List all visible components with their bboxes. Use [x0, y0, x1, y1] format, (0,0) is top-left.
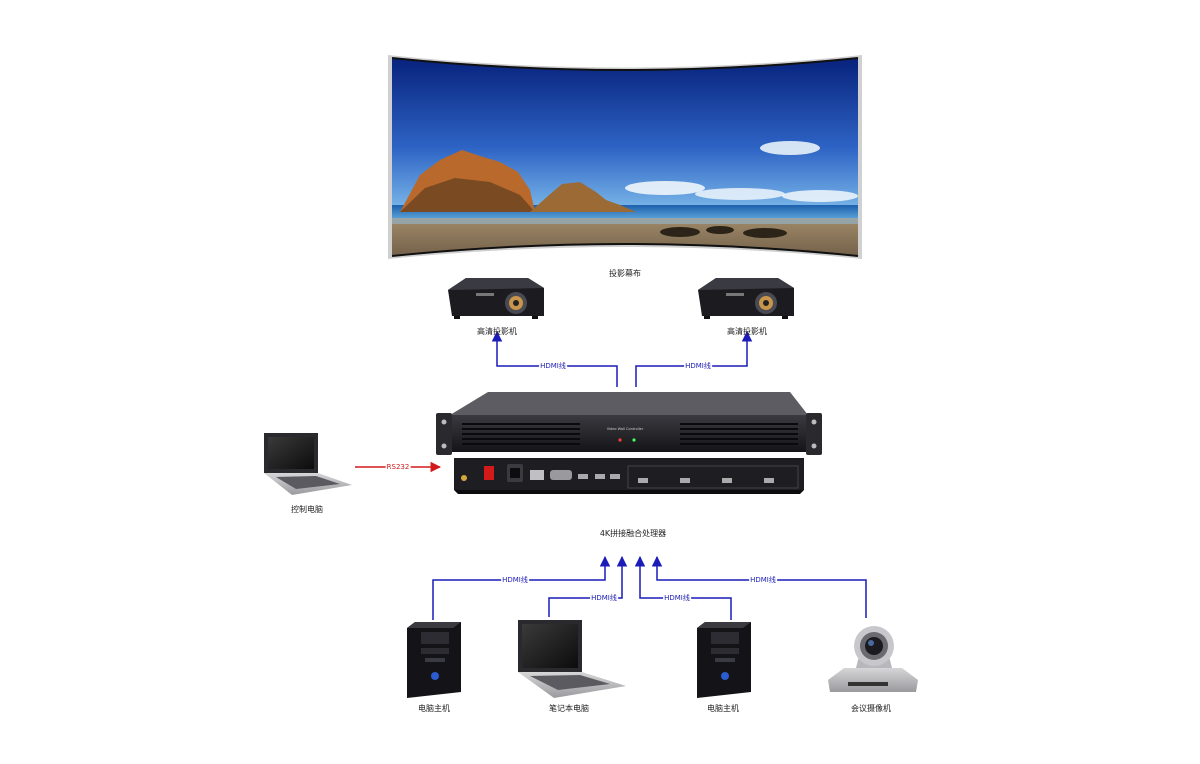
- cable-label-hdmi-left: HDMI线: [539, 361, 567, 371]
- projector-right-label: 高清投影机: [727, 327, 767, 336]
- processor-label: 4K拼接融合处理器: [599, 529, 667, 538]
- cable-label-hdmi-camera: HDMI线: [749, 575, 777, 585]
- processor-unit: Video Wall Controller: [436, 392, 822, 494]
- cable-camera-to-processor: [651, 555, 867, 618]
- cable-label-hdmi-pc2: HDMI线: [663, 593, 691, 603]
- projector-left-label: 高清投影机: [477, 327, 517, 336]
- projector-left: [448, 278, 544, 319]
- pc2-label: 电脑主机: [707, 704, 739, 713]
- control-pc-label: 控制电脑: [291, 505, 323, 514]
- cable-processor-to-projector-left: [491, 330, 618, 387]
- camera-label: 会议摄像机: [851, 704, 891, 713]
- projector-right: [698, 278, 794, 319]
- cable-label-hdmi-right: HDMI线: [684, 361, 712, 371]
- cable-pc1-to-processor: [432, 555, 611, 620]
- control-laptop: [264, 433, 352, 495]
- cable-pc2-to-processor: [634, 555, 732, 620]
- cable-label-rs232: RS232: [385, 463, 411, 471]
- processor-front-text: Video Wall Controller: [607, 427, 644, 431]
- pc-tower-2: [697, 622, 751, 698]
- cable-label-hdmi-pc1: HDMI线: [501, 575, 529, 585]
- projection-screen: [388, 55, 862, 259]
- conference-camera: [828, 626, 918, 692]
- notebook-label: 笔记本电脑: [549, 704, 589, 713]
- pc1-label: 电脑主机: [418, 704, 450, 713]
- cable-label-hdmi-notebook: HDMI线: [590, 593, 618, 603]
- screen-label: 投影幕布: [609, 269, 641, 278]
- cable-processor-to-projector-right: [635, 330, 753, 387]
- cable-notebook-to-processor: [548, 555, 628, 617]
- notebook-laptop: [518, 620, 626, 698]
- pc-tower-1: [407, 622, 461, 698]
